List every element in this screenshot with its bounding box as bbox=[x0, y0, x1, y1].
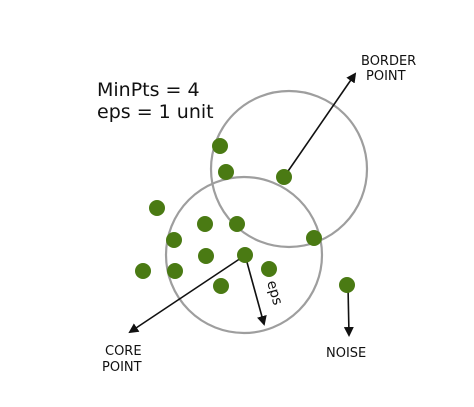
data-point bbox=[261, 261, 277, 277]
data-points bbox=[135, 138, 355, 294]
border-point-label-line1: BORDER bbox=[361, 54, 416, 69]
border-point-arrow bbox=[283, 72, 357, 178]
minpts-text: MinPts = 4 bbox=[97, 79, 200, 101]
data-point bbox=[135, 263, 151, 279]
border-point-label-line2: POINT bbox=[366, 69, 406, 84]
data-point bbox=[218, 164, 234, 180]
noise-point-label: NOISE bbox=[326, 346, 366, 361]
data-point bbox=[212, 138, 228, 154]
border-eps-circle bbox=[209, 89, 369, 249]
data-point bbox=[167, 263, 183, 279]
core-eps-circle bbox=[164, 175, 324, 335]
data-point bbox=[197, 216, 213, 232]
eps-radius-label: eps bbox=[263, 279, 285, 307]
eps-radius-arrow bbox=[244, 254, 267, 326]
core-data-point bbox=[237, 247, 253, 263]
data-point bbox=[149, 200, 165, 216]
data-point bbox=[198, 248, 214, 264]
data-point bbox=[166, 232, 182, 248]
data-point bbox=[229, 216, 245, 232]
noise-data-point bbox=[339, 277, 355, 293]
core-point-label-line2: POINT bbox=[102, 360, 142, 375]
border-data-point bbox=[276, 169, 292, 185]
noise-point-arrow bbox=[343, 285, 354, 337]
data-point bbox=[306, 230, 322, 246]
eps-text: eps = 1 unit bbox=[97, 101, 214, 123]
core-point-label-line1: CORE bbox=[105, 344, 142, 359]
data-point bbox=[213, 278, 229, 294]
core-point-arrow bbox=[128, 255, 245, 334]
